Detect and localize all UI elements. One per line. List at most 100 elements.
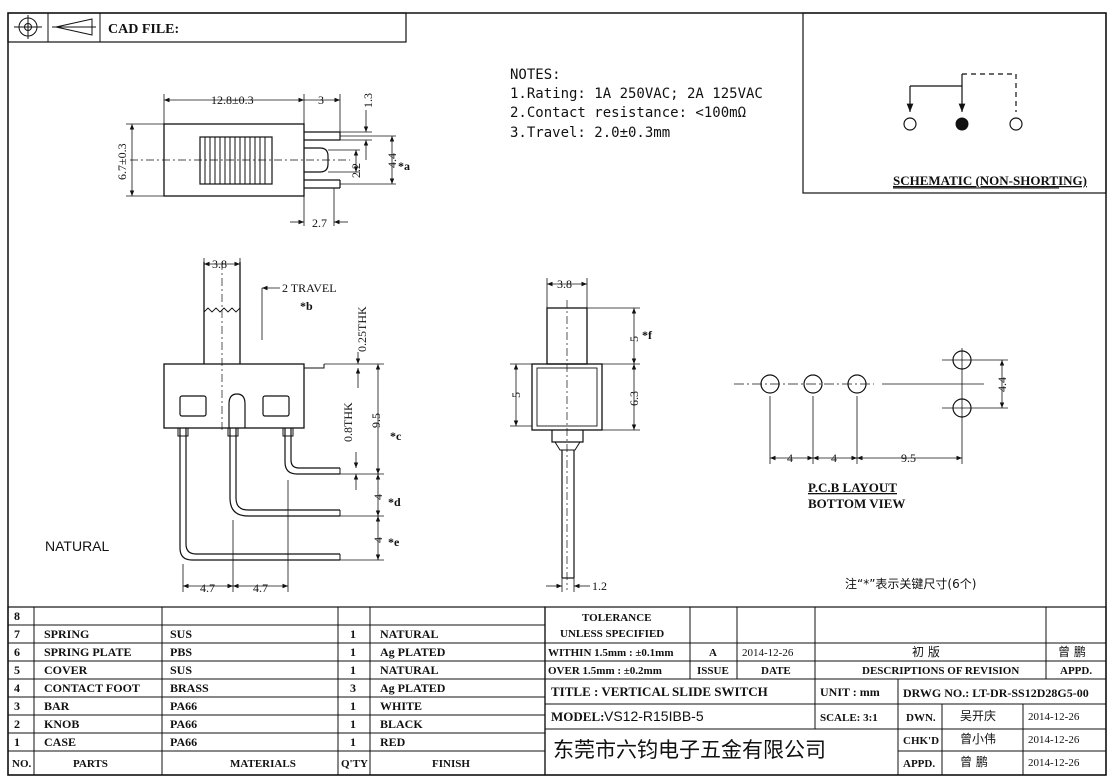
drawing-title: TITLE : VERTICAL SLIDE SWITCH xyxy=(551,684,768,699)
rev-approved: 曾 鹏 xyxy=(1058,645,1086,659)
bom-cell-finish: Ag PLATED xyxy=(380,645,446,659)
drawn-date: 2014-12-26 xyxy=(1028,711,1080,723)
bom-cell-part: KNOB xyxy=(44,717,79,731)
bom-cell-no: 8 xyxy=(14,609,20,623)
model-number: VS12-R15IBB-5 xyxy=(604,708,704,724)
mark-b: *b xyxy=(300,299,313,313)
pad-2-icon xyxy=(803,374,823,394)
dim-pin-w: 1.3 xyxy=(361,93,375,108)
note-line-2: 2.Contact resistance: <100mΩ xyxy=(510,105,746,121)
mark-f: *f xyxy=(642,328,653,342)
bom-cell-finish: NATURAL xyxy=(380,627,438,641)
tol-title: TOLERANCE xyxy=(582,612,651,624)
bom-cell-qty: 1 xyxy=(350,663,356,677)
top-view-labels: 12.8±0.3 3 6.7±0.3 1.3 2.2 4.4 *a 2.7 xyxy=(115,93,410,230)
key-dimension-note: 注“*”表示关键尺寸(6个) xyxy=(845,576,976,591)
dim-length: 12.8±0.3 xyxy=(211,93,254,107)
pad-1-icon xyxy=(760,374,780,394)
mark-c: *c xyxy=(390,429,402,443)
tol-over: OVER 1.5mm : ±0.2mm xyxy=(548,665,662,677)
bom-header: NO. PARTS MATERIALS Q'TY FINISH xyxy=(12,758,470,770)
dwn-header: DWN. xyxy=(906,712,936,724)
thk-2: 0.8THK xyxy=(341,402,355,442)
checked-date: 2014-12-26 xyxy=(1028,734,1080,746)
note-line-1: 1.Rating: 1A 250VAC; 2A 125VAC xyxy=(510,86,763,102)
terminal-common-icon xyxy=(955,117,969,131)
issue-header: ISSUE xyxy=(697,665,729,677)
header-cad-box: CAD FILE: xyxy=(7,12,407,43)
chk-header: CHK'D xyxy=(903,735,939,747)
drawn-by: 吴开庆 xyxy=(960,709,996,723)
desc-header: DESCRIPTIONS OF REVISION xyxy=(862,665,1019,677)
bom-cell-material: PBS xyxy=(170,645,192,659)
bom-cell-material: BRASS xyxy=(170,681,209,695)
note-line-3: 3.Travel: 2.0±0.3mm xyxy=(510,125,670,141)
bom-header-qty: Q'TY xyxy=(341,758,368,770)
top-view xyxy=(126,94,396,226)
end-dim-knob: 3.8 xyxy=(557,277,572,291)
bom-header-no: NO. xyxy=(12,758,32,770)
bom-table xyxy=(7,606,546,776)
rev-date: 2014-12-26 xyxy=(742,647,794,659)
rev-letter: A xyxy=(709,647,717,659)
pitch-2: 4.7 xyxy=(253,581,268,595)
dim-d: 4 xyxy=(371,494,385,500)
end-view-labels: 3.8 5 *f 6.3 5 1.2 xyxy=(509,277,653,593)
bom-cell-qty: 3 xyxy=(350,681,356,695)
mark-e: *e xyxy=(388,535,400,549)
bom-cell-no: 2 xyxy=(14,717,20,731)
bom-cell-finish: WHITE xyxy=(380,699,422,713)
dim-tail: 3 xyxy=(318,93,324,107)
dim-foot: 2.7 xyxy=(312,216,327,230)
schematic-title: SCHEMATIC (NON-SHORTING) xyxy=(893,173,1087,188)
bom-cell-material: SUS xyxy=(170,627,192,641)
pcb-layout xyxy=(734,348,1008,464)
bom-cell-qty: 1 xyxy=(350,735,356,749)
thk-1: 0.25THK xyxy=(355,306,369,352)
bom-cell-material: SUS xyxy=(170,663,192,677)
pcb-title: P.C.B LAYOUT xyxy=(808,480,897,495)
bom-cell-finish: BLACK xyxy=(380,717,423,731)
notes-title: NOTES: xyxy=(510,67,561,83)
end-dim-side: 5 xyxy=(509,392,523,398)
appd-header: APPD. xyxy=(1060,665,1092,677)
bom-cell-no: 4 xyxy=(14,681,20,695)
pcb-subtitle: BOTTOM VIEW xyxy=(808,496,905,511)
notes-block: NOTES: 1.Rating: 1A 250VAC; 2A 125VAC 2.… xyxy=(510,67,763,141)
bom-cell-part: COVER xyxy=(44,663,88,677)
pcb-dim-3: 9.5 xyxy=(901,451,916,465)
approved-by: 曾 鹏 xyxy=(960,755,988,769)
dim-height: 9.5 xyxy=(369,413,383,428)
bom-cell-finish: RED xyxy=(380,735,406,749)
natural-label: NATURAL xyxy=(45,538,110,554)
bom-cell-qty: 1 xyxy=(350,627,356,641)
bom-header-parts: PARTS xyxy=(73,758,108,770)
bom-cell-part: CONTACT FOOT xyxy=(44,681,140,695)
dim-span: 4.4 xyxy=(385,153,399,168)
terminal-1-icon xyxy=(903,117,917,131)
bom-cell-no: 6 xyxy=(14,645,20,659)
bom-cell-no: 7 xyxy=(14,627,20,641)
bom-cell-qty: 1 xyxy=(350,717,356,731)
scale-label: SCALE: 3:1 xyxy=(820,712,878,724)
bom-cell-no: 1 xyxy=(14,735,20,749)
title-block-text: TOLERANCE UNLESS SPECIFIED WITHIN 1.5mm … xyxy=(548,612,1092,770)
travel-label: 2 TRAVEL xyxy=(282,281,337,295)
pcb-dim-2: 4 xyxy=(831,451,837,465)
dim-gap: 2.2 xyxy=(349,163,363,178)
unit-label: UNIT : mm xyxy=(820,685,880,699)
bom-cell-material: PA66 xyxy=(170,699,197,713)
bom-cell-part: CASE xyxy=(44,735,76,749)
bom-cell-finish: Ag PLATED xyxy=(380,681,446,695)
bom-cell-part: BAR xyxy=(44,699,70,713)
model-label: MODEL: xyxy=(551,709,604,724)
dim-e: 4 xyxy=(371,537,385,543)
bom-cell-qty: 1 xyxy=(350,645,356,659)
approved-date: 2014-12-26 xyxy=(1028,757,1080,769)
rev-description: 初 版 xyxy=(912,645,940,659)
appd2-header: APPD. xyxy=(903,758,935,770)
pcb-labels: 4 4 9.5 4.4 P.C.B LAYOUT BOTTOM VIEW xyxy=(787,377,1009,511)
bom-cell-material: PA66 xyxy=(170,717,197,731)
terminal-2-icon xyxy=(1009,117,1023,131)
